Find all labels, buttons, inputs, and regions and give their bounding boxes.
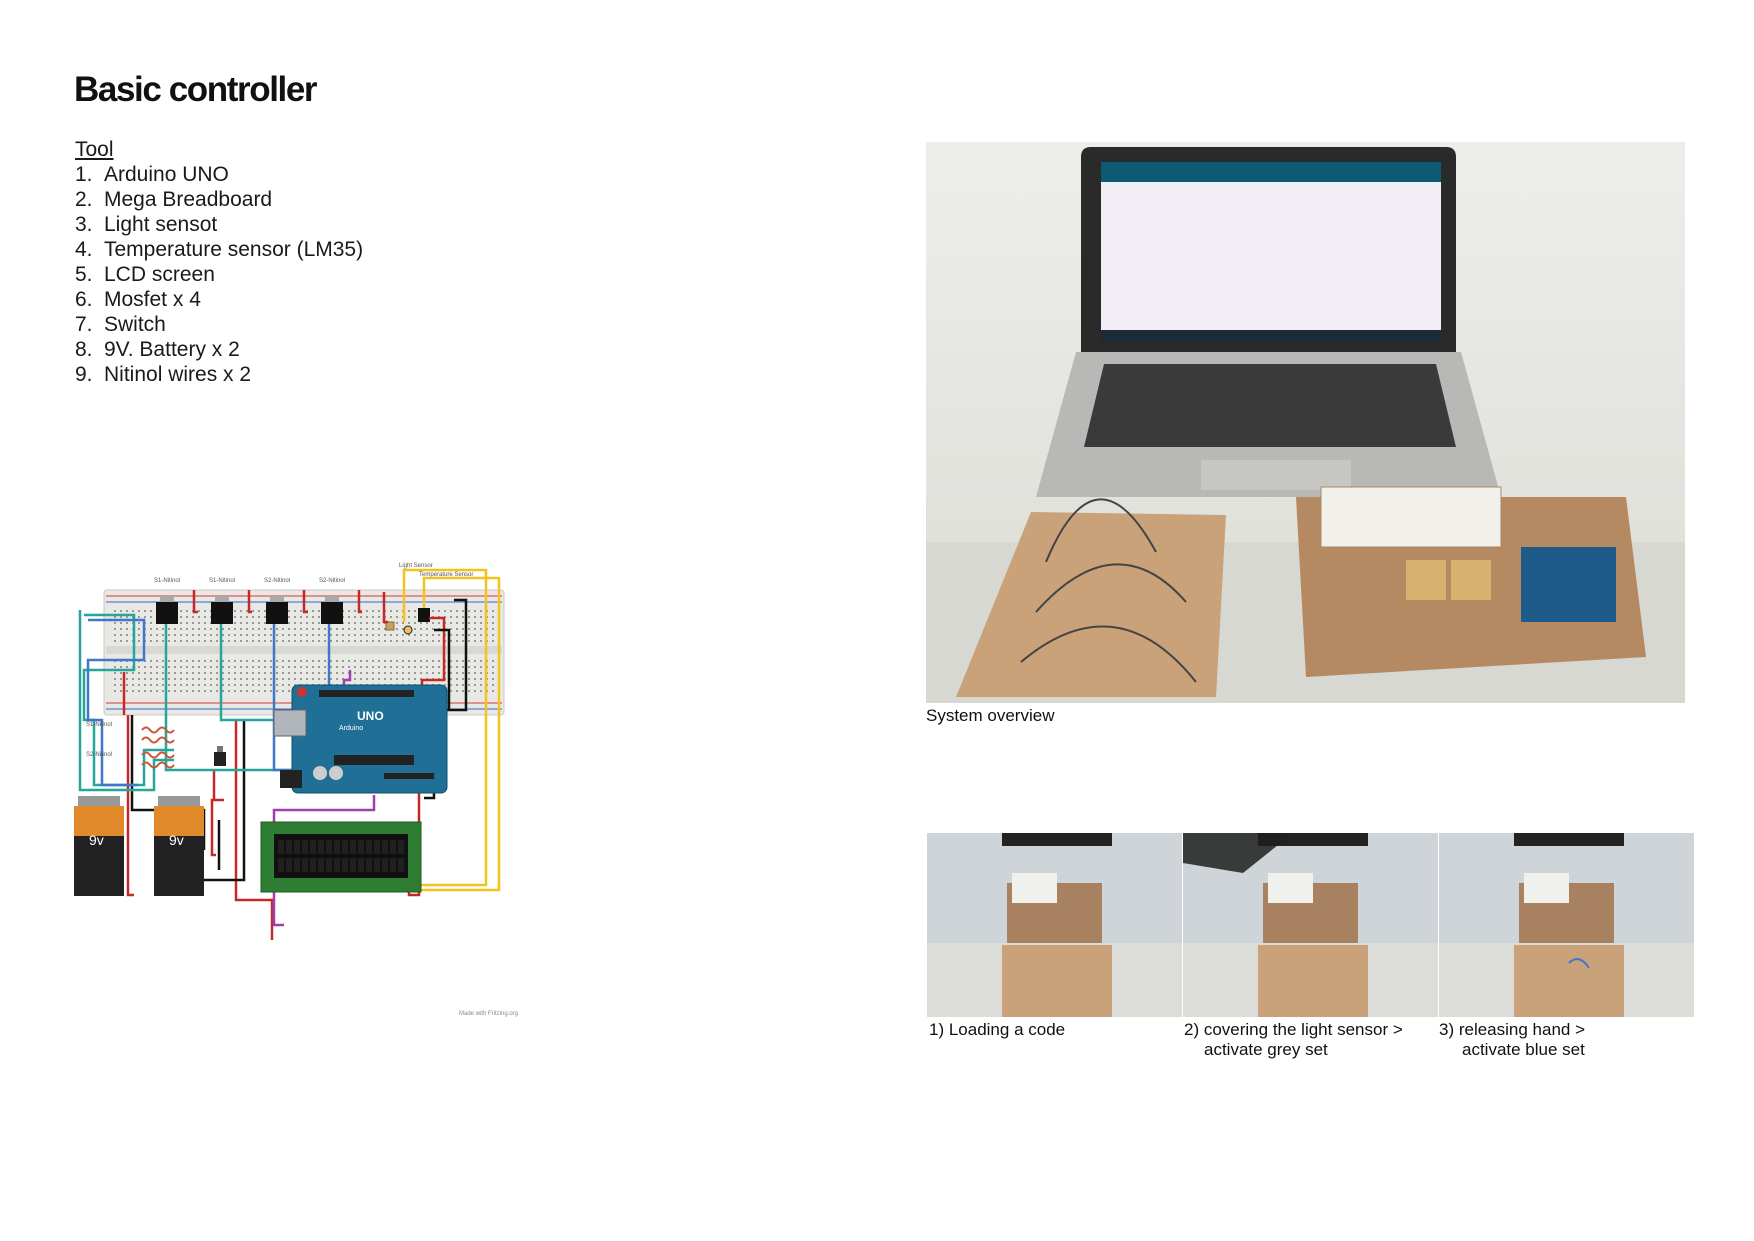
list-item: 9. Nitinol wires x 2 xyxy=(75,362,363,387)
mosfet-1 xyxy=(156,596,178,624)
mosfet-label: S2-Nitinol xyxy=(264,578,290,584)
tool-items: 1. Arduino UNO 2. Mega Breadboard 3. Light … xyxy=(75,162,363,387)
step-caption-line: activate blue set xyxy=(1462,1040,1585,1059)
circuit-schematic: S1-Nitinol S1-Nitinol S2-Nitinol S2-Niti… xyxy=(74,563,518,1017)
fritzing-credit: Made with Fritzing.org xyxy=(459,1011,518,1017)
nitinol-s2-label: S2-Nitinol xyxy=(86,752,112,758)
list-item-label: Light sensot xyxy=(104,213,218,236)
page-title: Basic controller xyxy=(74,70,318,109)
step-photo-1 xyxy=(927,833,1182,1017)
list-item-label: 9V. Battery x 2 xyxy=(104,338,240,361)
list-item-number: 1. xyxy=(75,163,93,186)
yellow-wires xyxy=(386,568,501,892)
mosfet-label: S1-Nitinol xyxy=(154,578,180,584)
list-item: 8. 9V. Battery x 2 xyxy=(75,337,363,362)
battery-1: 9v xyxy=(74,796,124,896)
step-caption-line: 1) Loading a code xyxy=(929,1020,1066,1039)
step-caption-2: 2) covering the light sensor > activate … xyxy=(1184,1020,1438,1060)
list-item: 2. Mega Breadboard xyxy=(75,187,363,212)
step-photo-2 xyxy=(1183,833,1438,1017)
list-item-label: Switch xyxy=(104,313,166,336)
list-item-number: 6. xyxy=(75,288,93,311)
light-sensor-label: Light Sensor xyxy=(399,563,433,569)
arduino-brand: Arduino xyxy=(339,725,363,732)
mosfet-label: S2-Nitinol xyxy=(319,578,345,584)
list-item-number: 7. xyxy=(75,313,93,336)
list-item-label: Temperature sensor (LM35) xyxy=(104,238,364,261)
mosfet-label: S1-Nitinol xyxy=(209,578,235,584)
step-photo-3 xyxy=(1439,833,1694,1017)
step-caption-line: 2) covering the light sensor > xyxy=(1184,1020,1403,1039)
battery-label: 9v xyxy=(89,832,104,848)
list-item: 7. Switch xyxy=(75,312,363,337)
step-caption-1: 1) Loading a code xyxy=(929,1020,1179,1040)
tool-list-heading: Tool xyxy=(75,138,114,161)
list-item-label: Mosfet x 4 xyxy=(104,288,201,311)
battery-2: 9v xyxy=(154,796,204,896)
step-caption-line: activate grey set xyxy=(1204,1040,1328,1059)
list-item-label: Mega Breadboard xyxy=(104,188,273,211)
list-item-number: 4. xyxy=(75,238,93,261)
tool-list: Tool 1. Arduino UNO 2. Mega Breadboard 3. L… xyxy=(75,137,363,387)
mosfet-4 xyxy=(321,596,343,624)
list-item-label: Arduino UNO xyxy=(104,163,229,186)
list-item: 3. Light sensot xyxy=(75,212,363,237)
list-item-label: LCD screen xyxy=(104,263,215,286)
list-item: 6. Mosfet x 4 xyxy=(75,287,363,312)
list-item-number: 2. xyxy=(75,188,93,211)
nitinol-s1-label: S1-Nitinol xyxy=(86,722,112,728)
switch xyxy=(214,746,226,766)
system-overview-caption: System overview xyxy=(926,706,1055,725)
controller-box xyxy=(1296,486,1646,677)
lcd-screen xyxy=(260,821,422,893)
temperature-sensor xyxy=(418,608,430,622)
light-sensor xyxy=(385,621,395,631)
list-item-number: 5. xyxy=(75,263,93,286)
list-item-label: Nitinol wires x 2 xyxy=(104,363,252,386)
arduino-uno: UNO Arduino xyxy=(273,684,448,794)
mosfet-3 xyxy=(266,596,288,624)
battery-label: 9v xyxy=(169,832,184,848)
list-item-number: 3. xyxy=(75,213,93,236)
nitinol-coils xyxy=(141,726,175,769)
list-item: 5. LCD screen xyxy=(75,262,363,287)
list-item-number: 8. xyxy=(75,338,93,361)
list-item: 1. Arduino UNO xyxy=(75,162,363,187)
list-item: 4. Temperature sensor (LM35) xyxy=(75,237,363,262)
list-item-number: 9. xyxy=(75,363,93,386)
laptop xyxy=(1036,147,1501,497)
system-overview-photo xyxy=(926,142,1685,703)
mosfet-2 xyxy=(211,596,233,624)
temperature-sensor-label: Temperature Sensor xyxy=(419,572,473,578)
step-caption-line: 3) releasing hand > xyxy=(1439,1020,1586,1039)
breadboard-holes xyxy=(114,610,494,692)
step-caption-3: 3) releasing hand > activate blue set xyxy=(1439,1020,1693,1060)
nitinol-board xyxy=(956,498,1226,697)
arduino-label: UNO xyxy=(357,709,384,723)
